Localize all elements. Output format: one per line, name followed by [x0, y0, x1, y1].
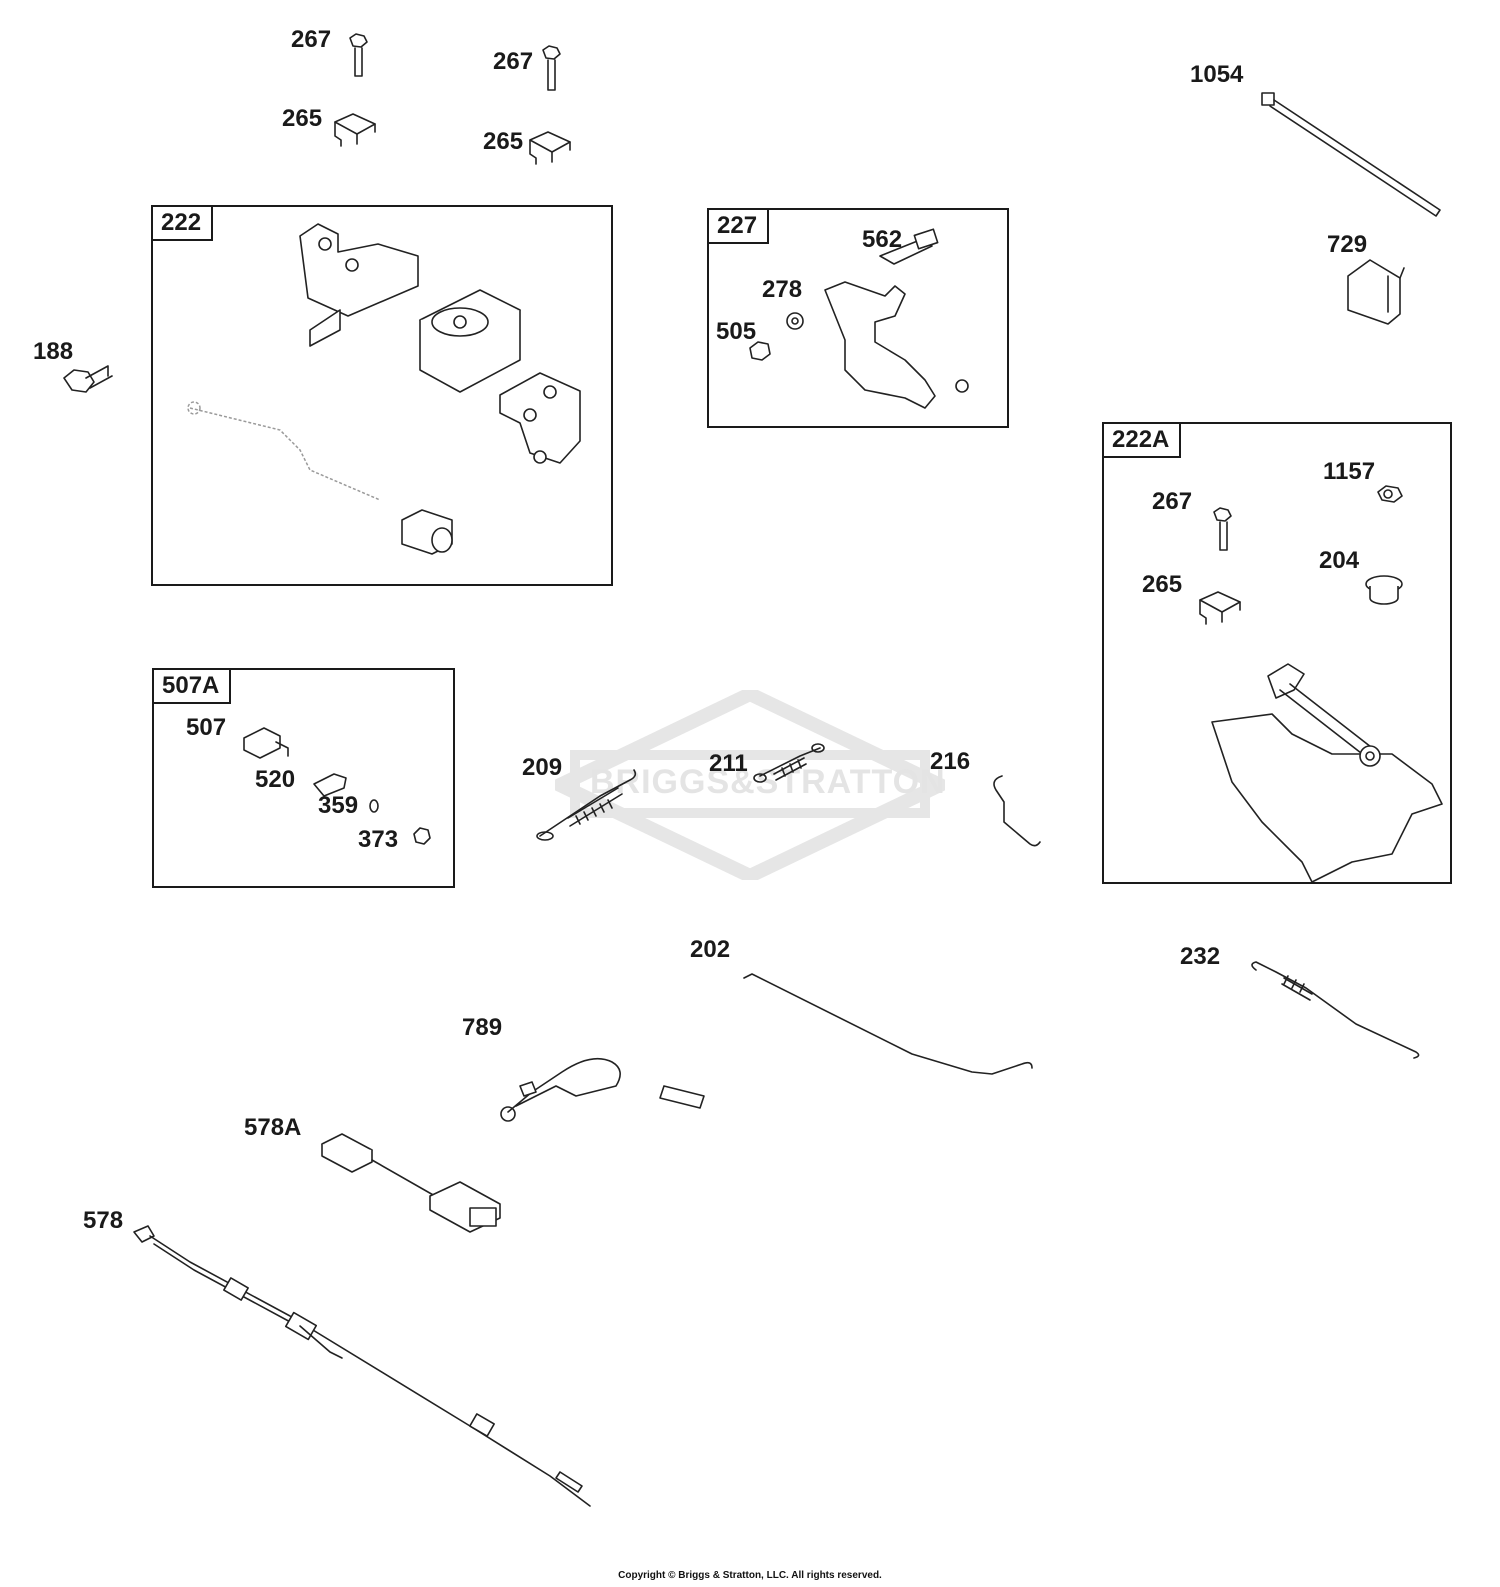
bracket-520-icon	[313, 773, 347, 797]
group-box-507A: 507A	[152, 668, 455, 888]
governor-bracket-222-icon	[187, 223, 581, 555]
callout-211: 211	[709, 750, 748, 777]
group-box-222: 222	[151, 205, 613, 586]
callout-204: 204	[1319, 547, 1360, 574]
clip-265c-icon	[1199, 591, 1241, 625]
callout-216: 216	[930, 748, 971, 775]
nut-1157-icon	[1377, 485, 1403, 503]
screw-267b-icon	[542, 45, 561, 91]
bracket-227-icon	[749, 228, 969, 409]
clip-265b-icon	[529, 131, 571, 165]
spring-232-icon	[1251, 961, 1420, 1059]
callout-1157: 1157	[1323, 458, 1376, 485]
callout-578A: 578A	[244, 1114, 302, 1141]
brand-watermark-text: BRIGGS&STRATTON	[590, 763, 946, 801]
spring-209-icon	[536, 769, 637, 841]
callout-265: 265	[1142, 571, 1183, 598]
rod-202-icon	[743, 973, 1033, 1075]
group-label-222: 222	[153, 207, 214, 241]
callout-265: 265	[483, 128, 524, 155]
callout-789: 789	[462, 1014, 503, 1041]
callout-578: 578	[83, 1207, 124, 1234]
callout-359: 359	[318, 792, 359, 819]
group-box-227: 227	[707, 208, 1009, 428]
harness-578-icon	[133, 1225, 591, 1507]
wire-789-icon	[500, 1057, 705, 1122]
callout-232: 232	[1180, 943, 1221, 970]
group-label-222A: 222A	[1104, 424, 1182, 458]
spring-211-icon	[753, 743, 825, 783]
clip-265a-icon	[334, 113, 376, 147]
callout-267: 267	[493, 48, 534, 75]
callout-278: 278	[762, 276, 803, 303]
screw-267c-icon	[1213, 507, 1232, 551]
callout-505: 505	[716, 318, 757, 345]
cable-tie-1054-icon	[1261, 92, 1441, 217]
callout-267: 267	[291, 26, 332, 53]
brand-logo-watermark	[555, 690, 945, 880]
callout-507: 507	[186, 714, 227, 741]
callout-373: 373	[358, 826, 399, 853]
group-label-227: 227	[709, 210, 770, 244]
callout-562: 562	[862, 226, 903, 253]
switch-507-icon	[243, 727, 289, 759]
nut-373-icon	[413, 827, 431, 845]
callout-1054: 1054	[1190, 61, 1244, 88]
callout-202: 202	[690, 936, 731, 963]
callout-729: 729	[1327, 231, 1368, 258]
bolt-188-icon	[63, 365, 113, 393]
control-plate-222A-icon	[1211, 663, 1443, 883]
callout-267: 267	[1152, 488, 1193, 515]
copyright-notice: Copyright © Briggs & Stratton, LLC. All …	[618, 1570, 882, 1581]
callout-188: 188	[33, 338, 74, 365]
screw-267a-icon	[349, 33, 368, 77]
bushing-204-icon	[1365, 575, 1403, 605]
group-label-507A: 507A	[154, 670, 232, 704]
cover-729-icon	[1347, 259, 1405, 325]
link-216-icon	[993, 775, 1041, 847]
callout-520: 520	[255, 766, 296, 793]
group-box-222A: 222A	[1102, 422, 1452, 884]
callout-265: 265	[282, 105, 323, 132]
harness-578A-icon	[321, 1133, 501, 1233]
callout-209: 209	[522, 754, 563, 781]
washer-359-icon	[369, 799, 379, 813]
